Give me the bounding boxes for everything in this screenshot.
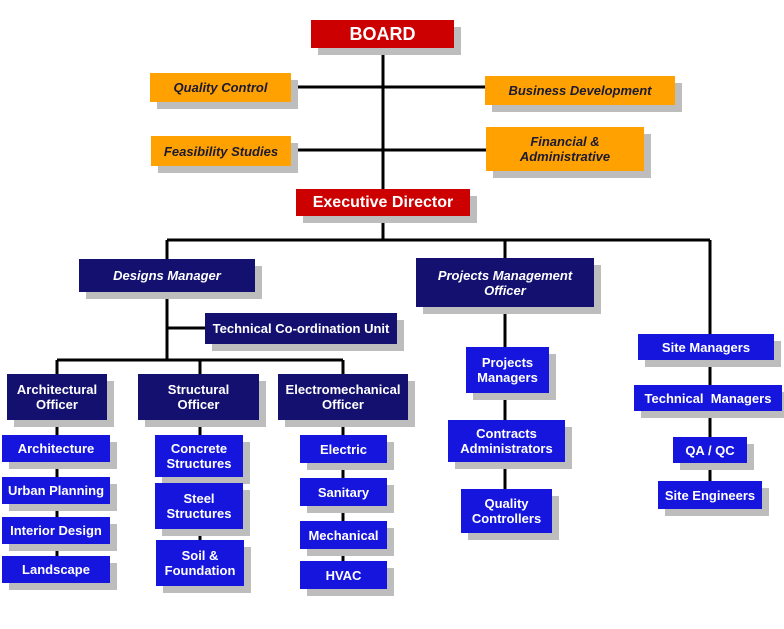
- electromechanical-officer-node: Electromechanical Officer: [278, 374, 408, 420]
- technical-coordination-unit-node: Technical Co-ordination Unit: [205, 313, 397, 344]
- mechanical-node: Mechanical: [300, 521, 387, 549]
- business-development-node: Business Development: [485, 76, 675, 105]
- sanitary-node: Sanitary: [300, 478, 387, 506]
- projects-management-officer-node: Projects Management Officer: [416, 258, 594, 307]
- architecture-node: Architecture: [2, 435, 110, 462]
- qa-qc-node: QA / QC: [673, 437, 747, 463]
- electric-node: Electric: [300, 435, 387, 463]
- contracts-administrators-node: Contracts Administrators: [448, 420, 565, 462]
- interior-design-node: Interior Design: [2, 517, 110, 544]
- feasibility-studies-node: Feasibility Studies: [151, 136, 291, 166]
- soil-foundation-node: Soil & Foundation: [156, 540, 244, 586]
- steel-structures-node: Steel Structures: [155, 483, 243, 529]
- financial-administrative-node: Financial & Administrative: [486, 127, 644, 171]
- quality-control-node: Quality Control: [150, 73, 291, 102]
- quality-controllers-node: Quality Controllers: [461, 489, 552, 533]
- executive-director-node: Executive Director: [296, 189, 470, 216]
- site-engineers-node: Site Engineers: [658, 481, 762, 509]
- site-managers-node: Site Managers: [638, 334, 774, 360]
- urban-planning-node: Urban Planning: [2, 477, 110, 504]
- hvac-node: HVAC: [300, 561, 387, 589]
- landscape-node: Landscape: [2, 556, 110, 583]
- concrete-structures-node: Concrete Structures: [155, 435, 243, 477]
- board-node: BOARD: [311, 20, 454, 48]
- structural-officer-node: Structural Officer: [138, 374, 259, 420]
- designs-manager-node: Designs Manager: [79, 259, 255, 292]
- projects-managers-node: Projects Managers: [466, 347, 549, 393]
- architectural-officer-node: Architectural Officer: [7, 374, 107, 420]
- technical-managers-node: Technical Managers: [634, 385, 782, 411]
